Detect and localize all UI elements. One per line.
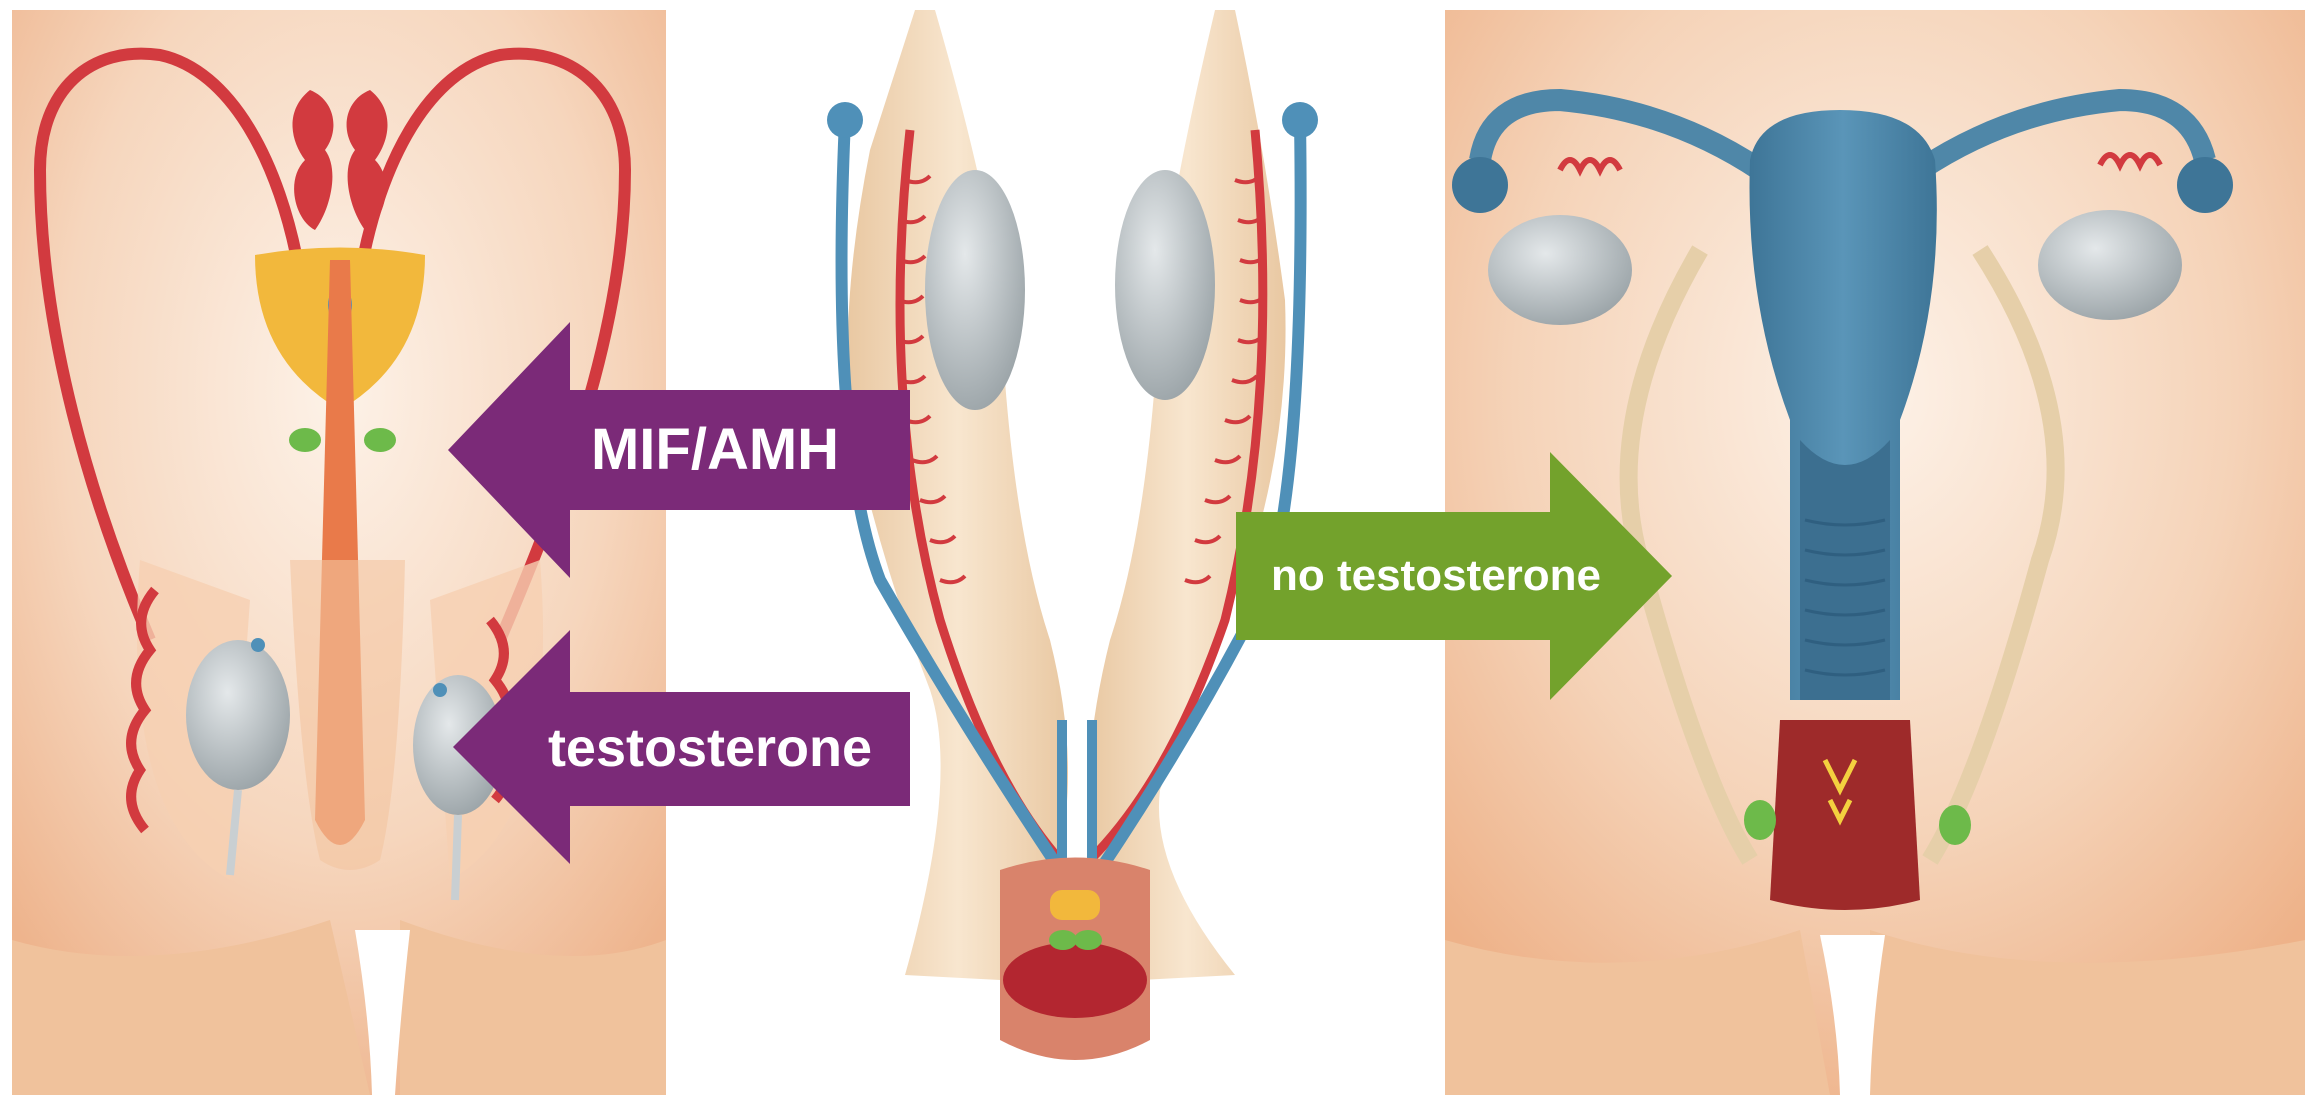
no-testosterone-label: no testosterone [1236,553,1636,599]
mif-amh-label: MIF/AMH [545,420,885,480]
testosterone-label: testosterone [510,720,910,776]
